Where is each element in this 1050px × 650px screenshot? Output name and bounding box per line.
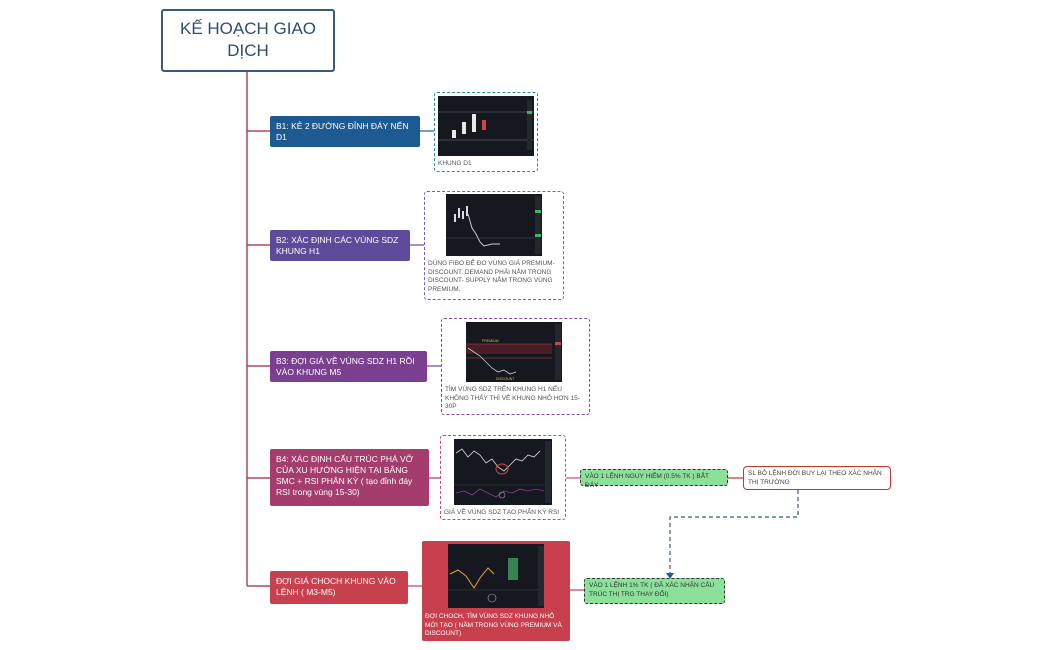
step-b3[interactable]: B3: ĐỢI GIÁ VỀ VÙNG SDZ H1 RỒI VÀO KHUNG…: [270, 351, 427, 382]
note-b4[interactable]: GIÁ VỀ VÙNG SDZ TẠO PHÂN KỲ RSI: [440, 435, 566, 520]
note-b2[interactable]: DÙNG FIBO ĐỂ ĐO VÙNG GIÁ PREMIUM-DISCOUN…: [424, 191, 564, 300]
step-b2[interactable]: B2: XÁC ĐỊNH CÁC VÙNG SDZ KHUNG H1: [270, 230, 410, 261]
step-b4[interactable]: B4: XÁC ĐỊNH CẤU TRÚC PHÁ VỠ CỦA XU HƯỚN…: [270, 449, 429, 506]
chart-screenshot-choch: [448, 544, 544, 608]
premium-label: PREMIUM: [482, 339, 499, 343]
chart-screenshot-d1: [438, 96, 534, 156]
note-b3[interactable]: PREMIUM DISCOUNT TÌM VÙNG SDZ TRÊN KHUNG…: [441, 318, 590, 415]
note-b5-caption: ĐỢI CHOCH, TÌM VÙNG SDZ KHUNG NHỎ MỚI TẠ…: [425, 613, 562, 637]
note-b3-caption: TÌM VÙNG SDZ TRÊN KHUNG H1 NẾU KHÔNG THẤ…: [445, 386, 580, 410]
dashed-link-arrow: [666, 573, 674, 579]
chart-screenshot-rsi: [454, 439, 552, 505]
root-title[interactable]: KẾ HOẠCH GIAO DỊCH: [161, 9, 335, 72]
b4-red-box[interactable]: SL BỎ LỆNH ĐỢI BUY LẠI THEO XÁC NHẬN THỊ…: [743, 466, 891, 490]
step-b1[interactable]: B1: KẺ 2 ĐƯỜNG ĐỈNH ĐÁY NẾN D1: [270, 116, 420, 147]
note-b1-caption: KHUNG D1: [438, 160, 472, 167]
note-b4-caption: GIÁ VỀ VÙNG SDZ TẠO PHÂN KỲ RSI: [444, 509, 560, 516]
chart-screenshot-m5: PREMIUM DISCOUNT: [466, 322, 562, 382]
step-b5[interactable]: ĐỢI GIÁ CHOCH KHUNG VÀO LỆNH ( M3-M5): [270, 571, 408, 604]
note-b2-caption: DÙNG FIBO ĐỂ ĐO VÙNG GIÁ PREMIUM-DISCOUN…: [428, 260, 555, 293]
note-b5[interactable]: ĐỢI CHOCH, TÌM VÙNG SDZ KHUNG NHỎ MỚI TẠ…: [422, 541, 570, 641]
b4-green-box[interactable]: VÀO 1 LỆNH NGUY HIỂM (0.5% TK ) BẮT ĐÁY: [580, 469, 728, 489]
note-b1[interactable]: KHUNG D1: [434, 92, 538, 172]
discount-label: DISCOUNT: [496, 377, 515, 381]
b5-green-box[interactable]: VÀO 1 LỆNH 1% TK ( ĐÃ XÁC NHẬN CẤU TRÚC …: [584, 578, 725, 604]
chart-screenshot-h1: [446, 194, 542, 256]
dashed-link: [669, 490, 799, 575]
